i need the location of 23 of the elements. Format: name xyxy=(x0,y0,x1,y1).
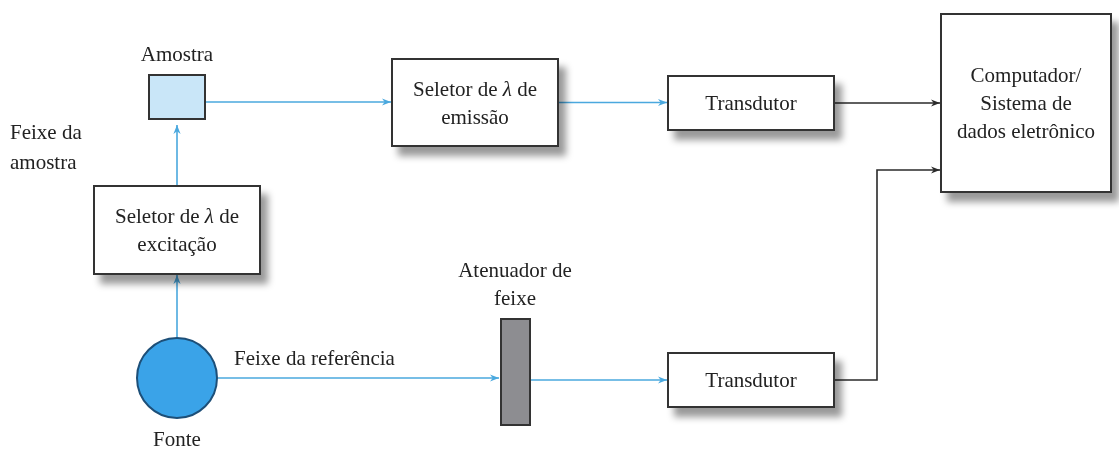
box-label: Computador/ Sistema de dados eletrônico xyxy=(955,62,1097,145)
component-label: Amostra xyxy=(140,41,214,68)
box-label: Transdutor xyxy=(705,90,797,117)
arrow xyxy=(558,98,668,107)
arrow xyxy=(217,374,500,382)
box-label: Transdutor xyxy=(705,367,797,394)
component-label: Atenuador de feixe xyxy=(457,257,573,312)
process-box xyxy=(667,352,835,408)
process-box xyxy=(940,13,1112,193)
process-box xyxy=(391,58,559,147)
arrow xyxy=(834,166,941,381)
box-label: Seletor de λ de emissão xyxy=(412,75,538,131)
arrow xyxy=(173,124,181,186)
box-label: Seletor de λ de excitação xyxy=(114,203,240,258)
arrow xyxy=(205,98,392,106)
arrow xyxy=(834,99,941,107)
component-label: Fonte xyxy=(153,426,201,453)
process-box xyxy=(93,185,261,275)
process-box xyxy=(667,75,835,131)
edge-label: Feixe da amostra xyxy=(10,119,83,176)
arrow xyxy=(173,274,181,338)
arrow xyxy=(529,376,668,384)
edge-label: Feixe da referência xyxy=(234,345,396,372)
